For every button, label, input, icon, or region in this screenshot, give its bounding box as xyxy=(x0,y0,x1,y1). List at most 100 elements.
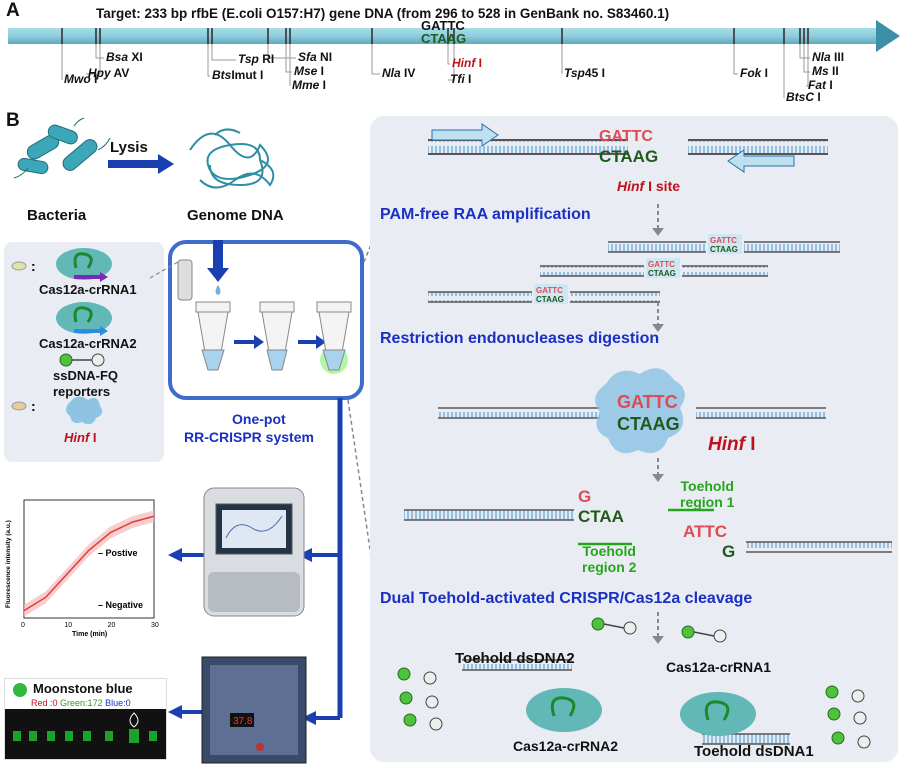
toehold-dsdna1-label: Toehold dsDNA1 xyxy=(694,743,814,760)
bead-icon-orange xyxy=(11,401,27,411)
digestion-step-title: Restriction endonucleases digestion xyxy=(380,330,660,347)
reporters-label-1: ssDNA-FQ xyxy=(53,368,119,383)
bacteria-lysis-illustration xyxy=(13,117,275,189)
lysis-arrow xyxy=(108,154,174,174)
amplicon-site-bottom: CTAAG xyxy=(710,245,738,254)
pipette-icon xyxy=(177,259,193,301)
gene-map xyxy=(8,20,900,98)
cleaved-reporter-4-quencher xyxy=(851,689,865,703)
bacteria-icon xyxy=(17,124,98,175)
enzyme-label: BtsC I xyxy=(786,90,821,104)
fragment-right xyxy=(746,542,892,552)
fragment-attc: ATTC xyxy=(683,522,728,541)
cas12a-complex-2-crrna xyxy=(550,696,576,717)
phone-screen: Moonstone blue Red :0 Green:172 Blue:0 xyxy=(4,678,167,760)
enzyme-label: Fok I xyxy=(740,66,769,80)
fragment-g-top: G xyxy=(578,487,592,506)
enzyme-leader xyxy=(448,44,455,81)
amplicon-site-top: GATTC xyxy=(648,260,675,269)
cas-crrna2-label: Cas12a-crRNA2 xyxy=(513,738,619,754)
site-gattc-top: GATTC xyxy=(599,128,653,145)
template-dsdna xyxy=(428,123,828,173)
enzyme-label: Mwo I xyxy=(64,72,98,86)
hinf-site-label: Hinf I site xyxy=(617,178,681,194)
positive-series-line xyxy=(23,515,155,612)
tube-2 xyxy=(259,301,295,371)
tube-image xyxy=(5,709,166,759)
raa-step-title: PAM-free RAA amplification xyxy=(380,206,591,223)
color-dot-icon xyxy=(13,683,27,697)
amplicon-3a xyxy=(428,292,532,302)
site-box xyxy=(708,234,742,254)
onepot-label-1: One-pot xyxy=(232,411,286,427)
pcr-instrument xyxy=(203,487,305,617)
cas12a-complex-1 xyxy=(680,692,756,736)
intact-reporter-1-quencher xyxy=(623,621,637,635)
enzyme-leader xyxy=(95,44,104,59)
enzyme-label: Ms II xyxy=(812,64,839,78)
enzyme-label: Nla III xyxy=(812,50,845,64)
tube-1 xyxy=(195,301,231,371)
amplicon-1a xyxy=(608,242,706,252)
positive-error-band xyxy=(24,510,154,617)
reporter-icon xyxy=(59,353,105,367)
intact-reporter-2-quencher xyxy=(713,629,727,643)
intact-reporter-2-fluorophore xyxy=(681,625,695,639)
enzyme-label: Tsp45 I xyxy=(564,66,605,80)
enzyme-leader xyxy=(799,44,810,59)
x-tick-label: 10 xyxy=(64,622,72,629)
digest-left xyxy=(438,408,600,418)
amplicon-site-bottom: CTAAG xyxy=(536,295,564,304)
cas12a-crrna1-icon xyxy=(56,248,112,282)
site-ctaag-digest: CTAAG xyxy=(617,414,680,434)
intact-reporter-1-fluorophore xyxy=(591,617,605,631)
cleaved-reporter-1-fluorophore xyxy=(397,667,411,681)
enzyme-label: BtsImut I xyxy=(212,68,264,82)
fragment-left xyxy=(404,510,574,520)
legend-negative: – Negative xyxy=(98,600,143,610)
amplicon-2a xyxy=(540,266,644,276)
enzyme-leader xyxy=(371,44,380,75)
amplicon-site-top: GATTC xyxy=(536,286,563,295)
phone-green: Green:172 xyxy=(60,698,103,708)
svg-text::: : xyxy=(31,398,36,414)
crrna1-label: Cas12a-crRNA1 xyxy=(39,282,137,297)
panel-b-label: B xyxy=(6,110,20,131)
cleaved-reporter-3-fluorophore xyxy=(403,713,417,727)
site-ctaag-top: CTAAG xyxy=(599,147,659,166)
cleaved-reporter-2-quencher xyxy=(425,695,439,709)
enzyme-leader xyxy=(207,44,210,77)
onepot-label-2: RR-CRISPR system xyxy=(184,429,314,445)
toehold-dsdna2-label: Toehold dsDNA2 xyxy=(455,650,575,667)
cas12a-complex-1-crrna xyxy=(704,700,730,721)
x-tick-label: 20 xyxy=(108,622,116,629)
hinf-enzyme-blob xyxy=(595,368,685,454)
gene-arrow-head xyxy=(876,20,900,52)
cleaved-reporter-6-fluorophore xyxy=(831,731,845,745)
intact-reporter-2-linker xyxy=(693,631,715,637)
enzyme-label: Mme I xyxy=(292,78,327,92)
enzyme-leader xyxy=(211,44,236,61)
chart-ylabel: Fluorescence intensity (a.u.) xyxy=(5,520,12,608)
site-bottom: CTAAG xyxy=(421,31,467,46)
cas12a-crrna2-icon xyxy=(56,302,112,336)
bead-icon-green xyxy=(11,261,27,271)
cas12a-complex-2 xyxy=(526,688,602,732)
enzyme-label: Tsp RI xyxy=(238,52,275,66)
enzyme-label: Tfi I xyxy=(450,72,472,86)
tube-arrow-1 xyxy=(234,335,264,349)
fragment-g-bottom: G xyxy=(722,542,736,561)
reporters-label-2: reporters xyxy=(53,384,111,399)
legend-positive: – Postive xyxy=(98,548,138,558)
cleaved-reporter-6-quencher xyxy=(857,735,871,749)
drop-icon xyxy=(215,285,221,295)
tube-3 xyxy=(316,301,352,371)
panel-a-title: Target: 233 bp rfbE (E.coli O157:H7) gen… xyxy=(96,6,670,21)
phone-title: Moonstone blue xyxy=(33,681,133,696)
lysis-label: Lysis xyxy=(110,139,148,156)
genome-dna-icon xyxy=(189,128,275,189)
